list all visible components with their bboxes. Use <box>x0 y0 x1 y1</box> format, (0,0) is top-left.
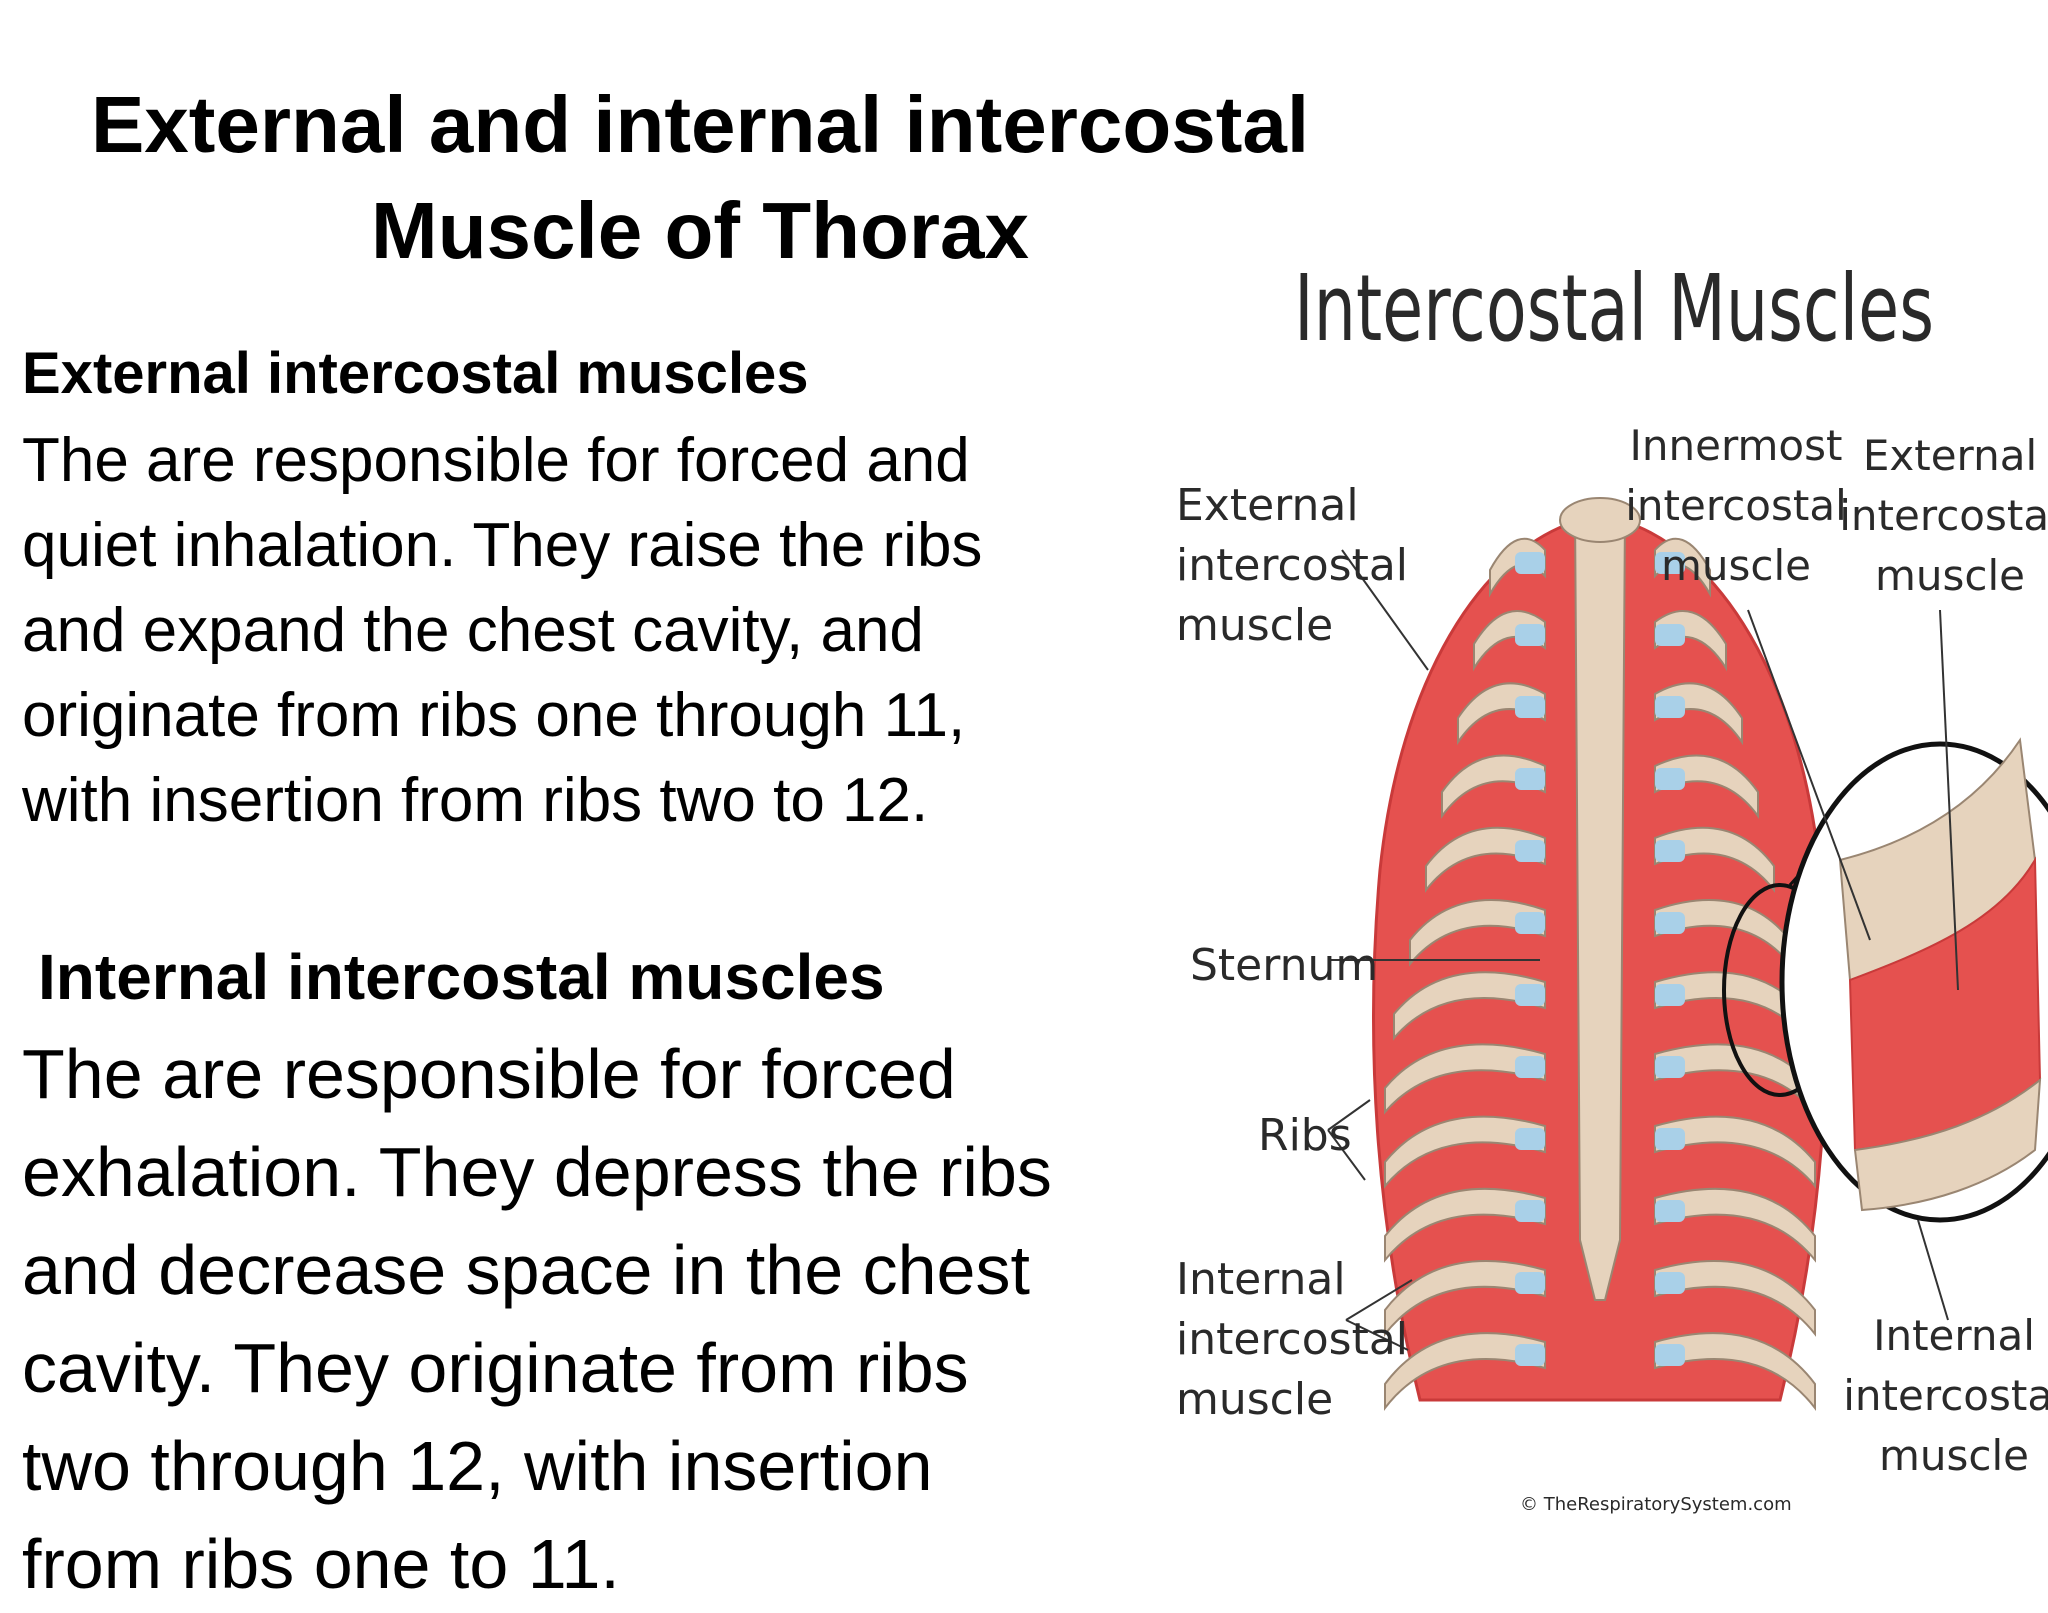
figure-credit: © TheRespiratorySystem.com <box>1520 1494 1792 1515</box>
costal-cartilage <box>1655 1200 1685 1222</box>
rib <box>1384 1115 1546 1189</box>
label-internal-right-3: muscle <box>1879 1431 2029 1480</box>
rib <box>1384 1332 1546 1411</box>
rib <box>1384 1043 1546 1115</box>
rib <box>1654 826 1775 893</box>
rib <box>1409 899 1546 967</box>
right-labels: Innermost intercostal muscle External in… <box>1625 421 2048 1480</box>
figure-title: Intercostal Muscles <box>1294 255 1934 362</box>
internal-body-line: The are responsible for forced <box>22 1035 956 1113</box>
costal-cartilage <box>1655 552 1685 574</box>
label-innermost-2: intercostal <box>1625 481 1846 530</box>
costal-cartilage <box>1655 984 1685 1006</box>
costal-cartilage <box>1655 912 1685 934</box>
intercostal-illustration: Intercostal Muscles External intercostal… <box>1176 255 2048 1515</box>
costal-cartilage <box>1515 696 1545 718</box>
rib <box>1654 1115 1816 1189</box>
label-external-right-3: muscle <box>1875 551 2025 600</box>
label-ribs: Ribs <box>1258 1110 1352 1161</box>
inset-rib-lower <box>1853 1077 2042 1212</box>
costal-cartilage <box>1515 1272 1545 1294</box>
costal-cartilage <box>1515 1344 1545 1366</box>
rib <box>1654 1260 1816 1337</box>
sternum <box>1573 509 1627 1301</box>
zoom-inset <box>1722 737 2048 1223</box>
label-sternum: Sternum <box>1190 940 1378 991</box>
title-line-2: Muscle of Thorax <box>371 186 1029 275</box>
label-external-right-1: External <box>1863 431 2037 480</box>
label-innermost-1: Innermost <box>1630 421 1843 470</box>
costal-cartilage <box>1655 1272 1685 1294</box>
rib <box>1654 1332 1816 1411</box>
costal-cartilage <box>1655 768 1685 790</box>
label-internal-right-1: Internal <box>1873 1311 2035 1360</box>
rib <box>1384 1187 1546 1263</box>
rib <box>1654 1187 1816 1263</box>
costal-cartilage <box>1515 768 1545 790</box>
costal-cartilage <box>1515 552 1545 574</box>
internal-section-heading: Internal intercostal muscles <box>38 941 885 1013</box>
costal-cartilage <box>1655 1344 1685 1366</box>
costal-cartilage <box>1655 624 1685 646</box>
internal-body-line: and decrease space in the chest <box>22 1231 1030 1309</box>
external-body-line: The are responsible for forced and <box>22 426 970 495</box>
costal-cartilage <box>1515 624 1545 646</box>
rib <box>1425 826 1546 893</box>
external-section-heading: External intercostal muscles <box>22 341 809 406</box>
rib <box>1384 1260 1546 1337</box>
label-external-left-1: External <box>1176 480 1359 531</box>
costal-cartilage <box>1655 840 1685 862</box>
costal-cartilage <box>1655 1056 1685 1078</box>
intercostal-figure: Intercostal Muscles External intercostal… <box>1150 220 2048 1536</box>
costal-cartilage <box>1515 1200 1545 1222</box>
left-labels: External intercostal muscle Sternum Ribs… <box>1176 480 1408 1425</box>
costal-cartilage <box>1515 1056 1545 1078</box>
internal-body-line: exhalation. They depress the ribs <box>22 1133 1052 1211</box>
label-internal-left-3: muscle <box>1176 1374 1333 1425</box>
costal-cartilage <box>1515 912 1545 934</box>
rib <box>1393 971 1546 1041</box>
title-line-1: External and internal intercostal <box>90 80 1310 169</box>
costal-cartilage <box>1515 840 1545 862</box>
external-section-body: The are responsible for forced and quiet… <box>22 418 982 843</box>
internal-section-body: The are responsible for forced exhalatio… <box>22 1025 1052 1613</box>
label-external-left-2: intercostal <box>1176 540 1408 591</box>
external-body-line: with insertion from ribs two to 12. <box>22 766 929 835</box>
costal-cartilage <box>1655 1128 1685 1150</box>
vertebra <box>1559 497 1641 543</box>
label-internal-left-2: intercostal <box>1176 1314 1408 1365</box>
internal-body-line: two through 12, with insertion <box>22 1427 933 1505</box>
label-innermost-3: muscle <box>1661 541 1811 590</box>
leader-lines <box>1327 549 1959 1351</box>
external-body-line: quiet inhalation. They raise the ribs <box>22 511 983 580</box>
label-internal-left-1: Internal <box>1176 1254 1346 1305</box>
external-body-line: and expand the chest cavity, and <box>22 596 924 665</box>
label-internal-right-2: intercostal <box>1843 1371 2048 1420</box>
costal-cartilage <box>1655 696 1685 718</box>
internal-body-line: cavity. They originate from ribs <box>22 1329 969 1407</box>
costal-cartilage <box>1515 984 1545 1006</box>
slide-title: External and internal intercostal Muscle… <box>40 72 1360 284</box>
costal-cartilage <box>1515 1128 1545 1150</box>
external-body-line: originate from ribs one through 11, <box>22 681 966 750</box>
label-external-right-2: intercostal <box>1839 491 2048 540</box>
ribcage-drawing <box>1372 497 1828 1411</box>
internal-body-line: from ribs one to 11. <box>22 1525 620 1603</box>
label-external-left-3: muscle <box>1176 600 1333 651</box>
